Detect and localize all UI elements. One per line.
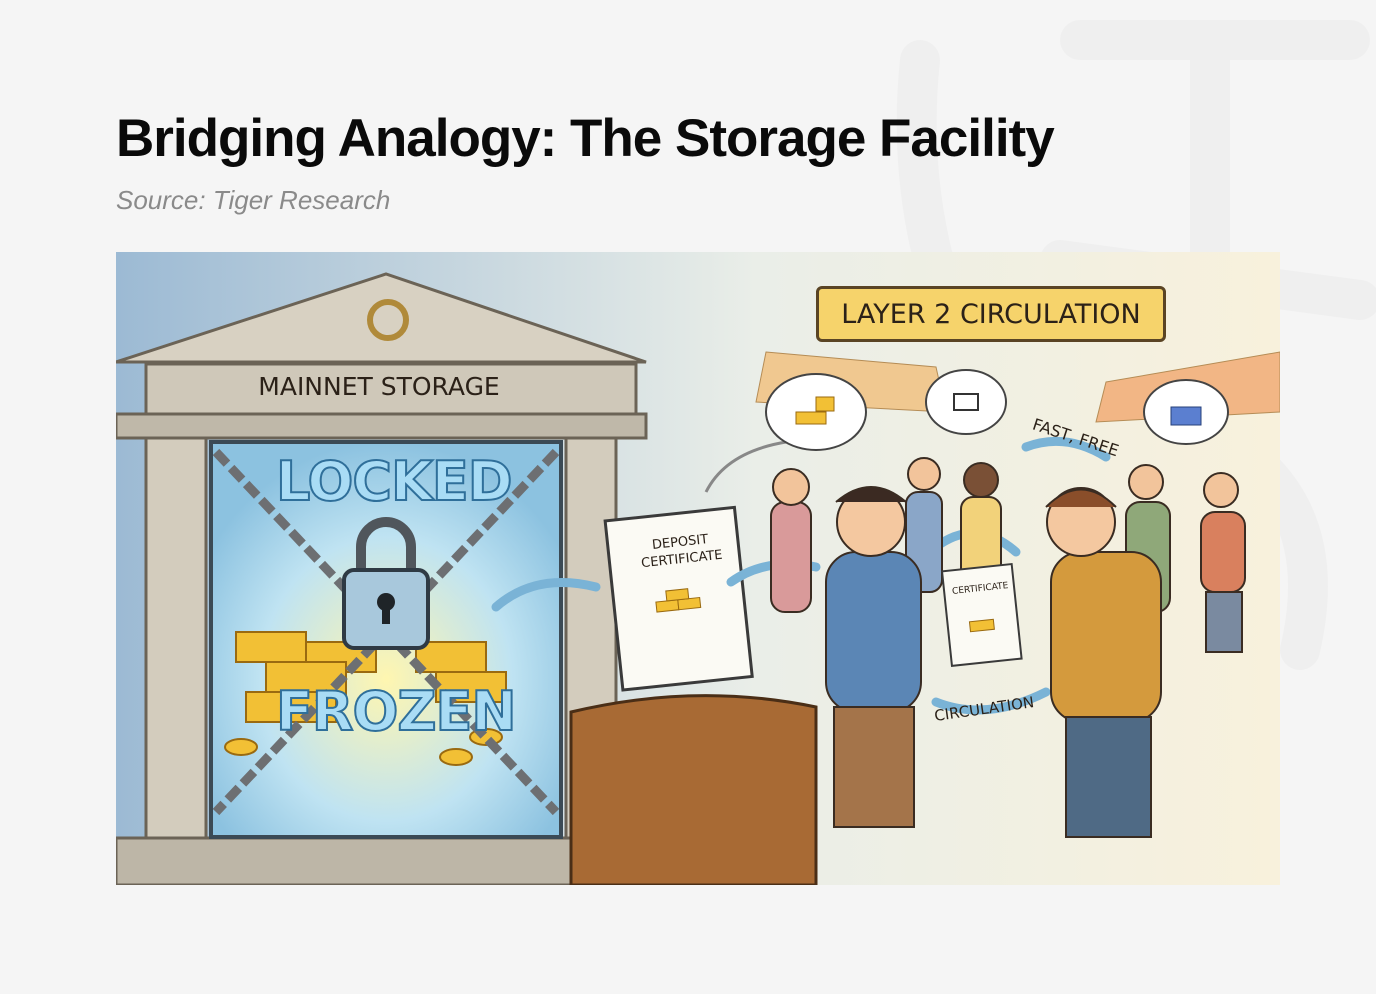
slide-title: Bridging Analogy: The Storage Facility [116, 109, 1055, 168]
padlock-icon [342, 517, 430, 650]
bank-building [116, 272, 658, 885]
deposit-certificate [603, 505, 754, 692]
frozen-label: FROZEN [275, 679, 518, 744]
certificate [940, 562, 1023, 667]
cart-icon [953, 393, 979, 411]
layer2-circulation-sign: LAYER 2 CIRCULATION [816, 286, 1166, 342]
locked-label: LOCKED [275, 449, 514, 514]
basket-icon [1170, 406, 1202, 426]
thought-arrow [704, 440, 787, 493]
source-caption: Source: Tiger Research [116, 185, 391, 215]
people [770, 457, 1246, 838]
storage-facility-illustration: LAYER 2 CIRCULATION MAINNET STORAGE LOCK… [116, 252, 1280, 885]
thought-bubbles [765, 369, 1229, 451]
mainnet-storage-label: MAINNET STORAGE [258, 372, 500, 401]
counter [569, 694, 818, 885]
